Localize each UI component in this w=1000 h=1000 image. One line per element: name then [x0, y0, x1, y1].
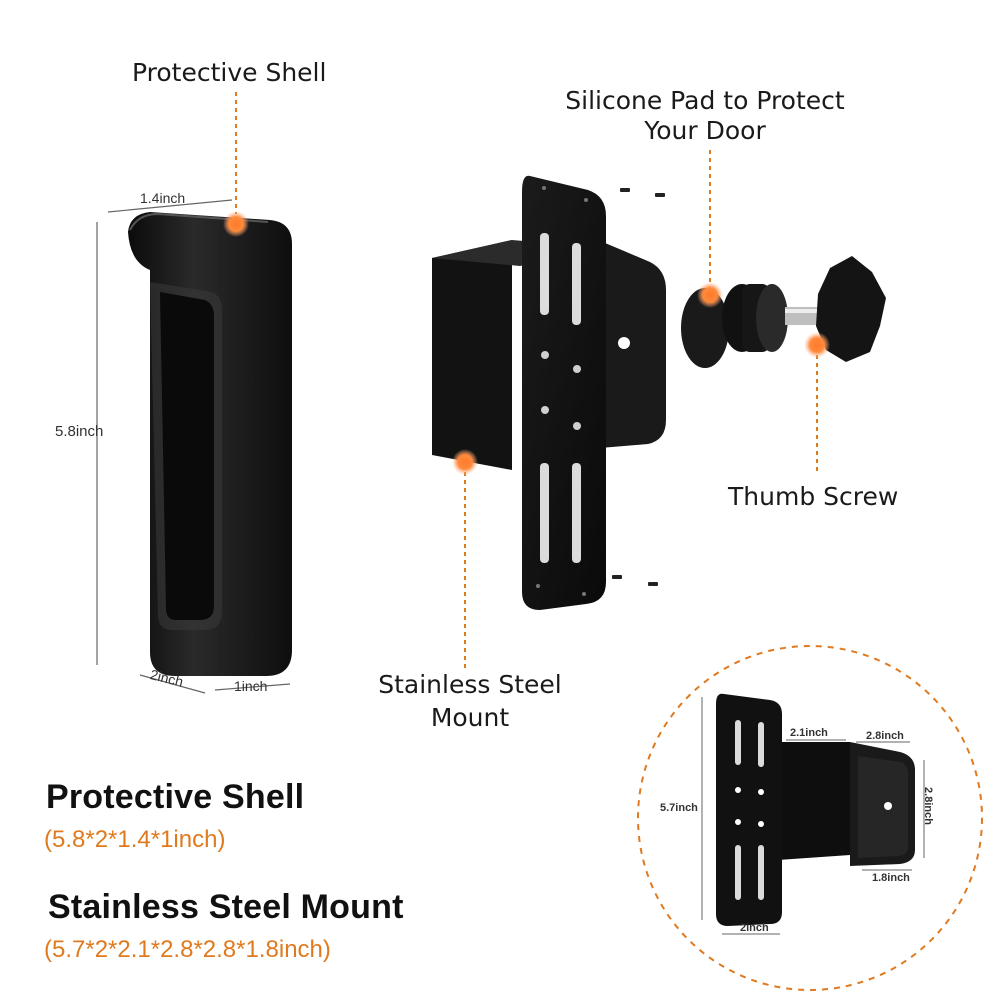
shell-height-dim: 5.8inch	[55, 423, 104, 440]
shell-marker-dot	[223, 211, 249, 237]
mount-marker-dot	[452, 449, 478, 475]
stainless-mount-label-line1: Stainless Steel	[378, 670, 562, 699]
mount-detail-image	[716, 693, 915, 926]
mount-dimension-lines	[701, 697, 925, 935]
stainless-mount-image	[432, 175, 666, 611]
screw-marker-dot	[804, 332, 830, 358]
mount-dim-width: 2inch	[740, 922, 769, 934]
silicone-pad-label: Silicone Pad to Protect Your Door	[540, 86, 870, 146]
silicone-pad-label-line1: Silicone Pad to Protect	[565, 86, 845, 115]
protective-shell-image	[128, 212, 292, 676]
shell-width-dim: 1.4inch	[140, 190, 186, 206]
mount-dim-d1: 2.1inch	[790, 727, 828, 739]
stainless-mount-label-line2: Mount	[430, 703, 510, 732]
thumb-screw-label: Thumb Screw	[728, 482, 899, 511]
silicone-pad-label-line2: Your Door	[644, 116, 766, 145]
mount-dim-height: 5.7inch	[660, 802, 698, 814]
detail-circle	[637, 645, 983, 991]
pad-marker-dot	[697, 282, 723, 308]
shell-dimension-lines	[96, 199, 291, 694]
mount-dim-side: 2.8inch	[921, 787, 934, 825]
mount-dim-d2: 2.8inch	[866, 730, 904, 742]
thumb-screw-assembly	[681, 256, 886, 368]
protective-shell-label: Protective Shell	[132, 58, 327, 87]
small-screws	[612, 188, 665, 586]
stainless-mount-label: Stainless Steel Mount	[360, 668, 580, 734]
mount-spec-title: Stainless Steel Mount	[48, 888, 404, 926]
shell-thickness-dim: 1inch	[234, 678, 268, 694]
mount-dim-bottom: 1.8inch	[872, 872, 910, 884]
shell-spec-size: (5.8*2*1.4*1inch)	[44, 826, 226, 853]
mount-spec-size: (5.7*2*2.1*2.8*2.8*1.8inch)	[44, 936, 331, 963]
shell-spec-title: Protective Shell	[46, 778, 305, 816]
